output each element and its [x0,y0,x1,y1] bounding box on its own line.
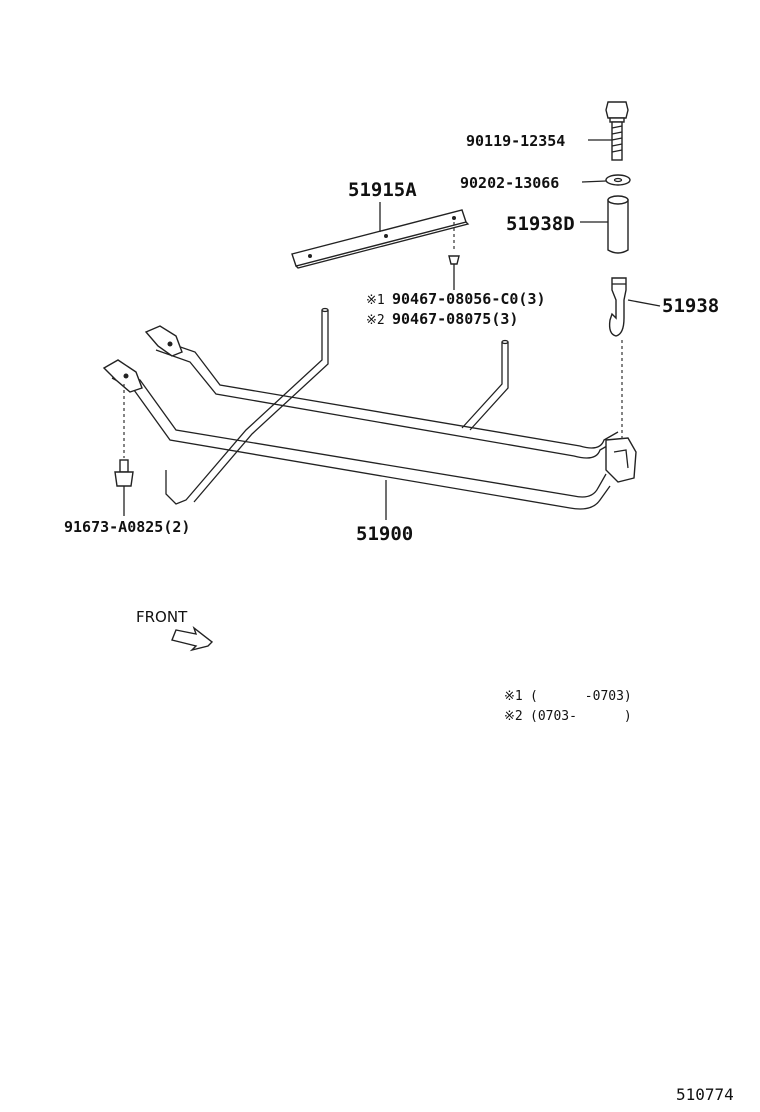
collar-51938d-drawing [580,195,629,254]
note-2-range: (0703- ) [530,709,632,724]
bolt-90119-drawing [588,101,629,161]
label-collar: 51938D [506,213,575,235]
label-plate: 51915A [348,179,417,201]
label-carrier: 51900 [356,523,413,545]
note-1-mark: ※1 [504,689,523,704]
note-1-range: ( -0703) [530,689,632,704]
front-label: FRONT [136,608,188,626]
front-arrow-icon [171,626,214,652]
label-mark-2: ※2 [366,313,385,328]
diagram-number: 510774 [676,1085,734,1104]
plate-51915a-drawing [291,202,470,269]
label-washer: 90202-13066 [460,174,559,192]
screw-90467-drawing [448,222,460,290]
label-screw-2: 90467-08075(3) [392,310,518,328]
label-mark-1: ※1 [366,293,385,308]
note-2-mark: ※2 [504,709,523,724]
bolt-91673-drawing [114,384,134,516]
spare-tire-carrier-drawing [102,307,637,510]
label-hook: 51938 [662,295,719,317]
label-front-bolt: 91673-A0825(2) [64,518,190,536]
label-bolt: 90119-12354 [466,132,565,150]
washer-90202-drawing [581,174,631,186]
label-screw-1: 90467-08056-C0(3) [392,290,546,308]
hook-51938-drawing [608,277,661,440]
